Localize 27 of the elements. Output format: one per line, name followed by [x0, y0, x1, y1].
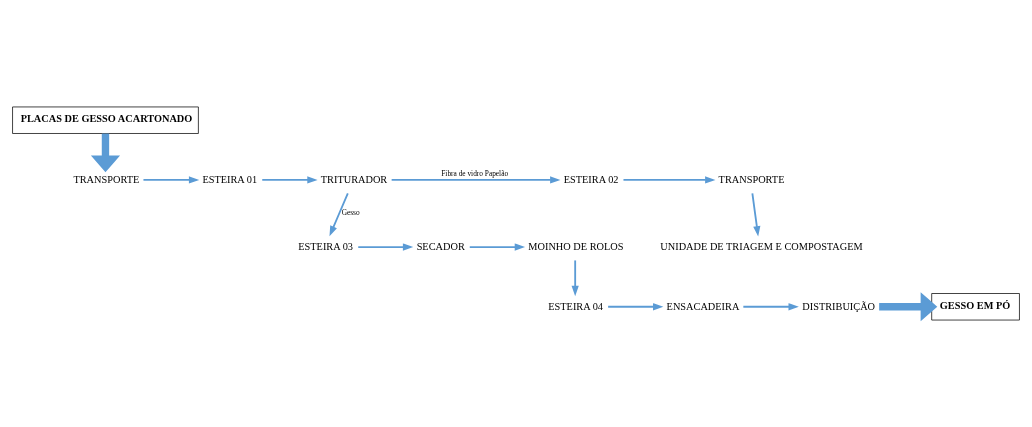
- node-text: ENSACADEIRA: [666, 300, 740, 312]
- arrow: [357, 243, 414, 251]
- arrow: [622, 176, 716, 184]
- arrow: [390, 176, 561, 184]
- node-text: ESTEIRA 02: [563, 173, 619, 185]
- node-text: MOINHO DE ROLOS: [528, 240, 624, 252]
- node-text: TRITURADOR: [320, 173, 388, 185]
- edge-label: Gesso: [341, 208, 360, 218]
- arrow: [571, 259, 579, 297]
- node-box: GESSO EM PÓ: [931, 293, 1020, 321]
- node-text: TRANSPORTE: [718, 173, 785, 185]
- node-text: UNIDADE DE TRIAGEM E COMPOSTAGEM: [660, 240, 863, 252]
- node-text: ESTEIRA 03: [298, 240, 354, 252]
- arrow: [468, 243, 526, 251]
- node-text: TRANSPORTE: [73, 173, 140, 185]
- arrow: [261, 176, 318, 184]
- arrow: [742, 303, 799, 311]
- arrow: [329, 192, 349, 237]
- node-text: ESTEIRA 04: [548, 300, 603, 312]
- arrow: [751, 192, 761, 237]
- node-box: PLACAS DE GESSO ACARTONADO: [12, 106, 199, 134]
- arrow: [607, 303, 664, 311]
- node-text: ESTEIRA 01: [202, 173, 258, 185]
- node-text: SECADOR: [416, 240, 465, 252]
- arrow: [142, 176, 200, 184]
- node-text: DISTRIBUIÇÃO: [802, 300, 876, 312]
- edge-label: Fibra de vidro Papelão: [441, 168, 509, 178]
